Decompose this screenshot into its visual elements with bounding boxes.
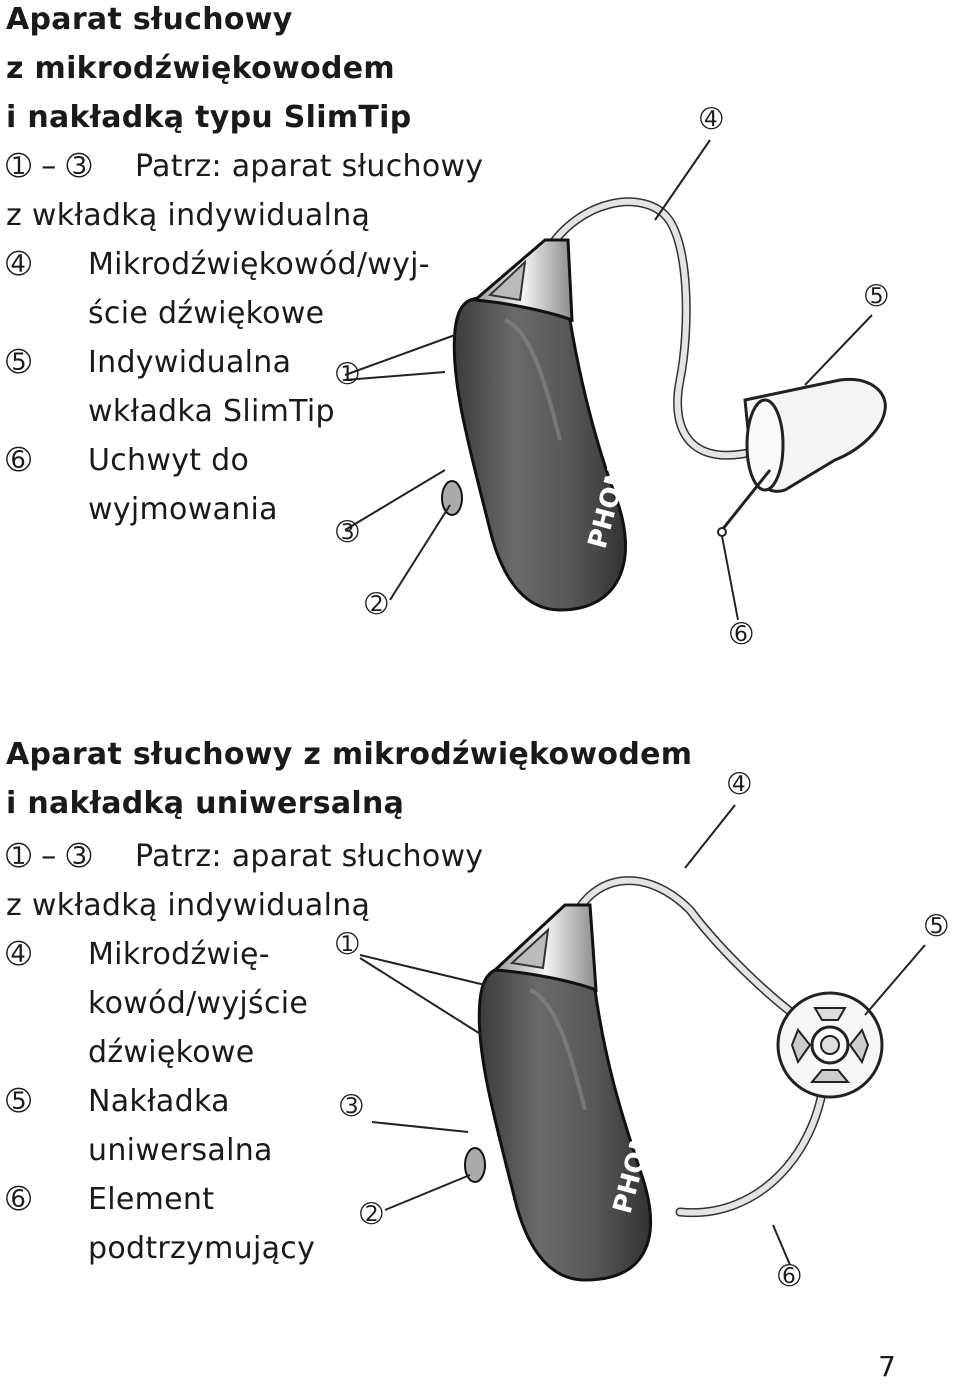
device-body-1 bbox=[452, 294, 628, 612]
removal-handle-1 bbox=[720, 469, 772, 531]
section2-item4-line1: Mikrodźwię- bbox=[88, 937, 270, 972]
callout-6b: ➅ bbox=[778, 1261, 801, 1292]
device-button-2 bbox=[464, 1147, 486, 1183]
figure-universal: PHONAK bbox=[359, 804, 926, 1282]
callout-3: ➂ bbox=[336, 517, 359, 548]
section2-ref-text: Patrz: aparat słuchowy bbox=[135, 839, 484, 874]
section2-title-line2: i nakładką uniwersalną bbox=[6, 786, 405, 821]
section1-title-line2: z mikrodźwiękowodem bbox=[6, 51, 395, 86]
callout-5: ➄ bbox=[865, 281, 888, 312]
callout-4b: ➃ bbox=[728, 769, 751, 800]
figure-slimtip: PHONAK bbox=[344, 139, 887, 621]
section2-title-line1: Aparat słuchowy z mikrodźwiękowodem bbox=[6, 737, 693, 772]
callout-6: ➅ bbox=[730, 619, 753, 650]
device-body-2 bbox=[477, 964, 653, 1282]
section2-item4-line3: dźwiękowe bbox=[88, 1035, 255, 1070]
section1-ref-marker: ➀ – ➂ bbox=[6, 149, 92, 184]
callout-2: ➁ bbox=[365, 589, 388, 620]
section1-title-line3: i nakładką typu SlimTip bbox=[6, 100, 412, 135]
section1-item5-line1: Indywidualna bbox=[88, 345, 292, 380]
section1-ref-text2: z wkładką indywidualną bbox=[6, 198, 371, 233]
callout-1: ➀ bbox=[336, 359, 359, 390]
section2-item5-line1: Nakładka bbox=[88, 1084, 230, 1119]
callout-1b: ➀ bbox=[336, 929, 359, 960]
section1-title-line1: Aparat słuchowy bbox=[6, 2, 293, 37]
section2-ref-text2: z wkładką indywidualną bbox=[6, 888, 371, 923]
callout-4: ➃ bbox=[700, 104, 723, 135]
callout-5b: ➄ bbox=[925, 911, 948, 942]
page-number: 7 bbox=[878, 1350, 896, 1383]
section1-item6-line1: Uchwyt do bbox=[88, 443, 250, 478]
section2-item5-line2: uniwersalna bbox=[88, 1133, 273, 1168]
section2-item4-line2: kowód/wyjście bbox=[88, 986, 309, 1021]
section2-item6-marker: ➅ bbox=[6, 1182, 32, 1217]
section2-item5-marker: ➄ bbox=[6, 1084, 32, 1119]
section1-item5-line2: wkładka SlimTip bbox=[88, 394, 335, 429]
section1-item6-marker: ➅ bbox=[6, 443, 32, 478]
section1-item6-line2: wyjmowania bbox=[88, 492, 278, 527]
callout-2b: ➁ bbox=[360, 1199, 383, 1230]
section2-item6-line2: podtrzymujący bbox=[88, 1231, 316, 1266]
section2-item6-line1: Element bbox=[88, 1182, 215, 1217]
section1-ref-text: Patrz: aparat słuchowy bbox=[135, 149, 484, 184]
section2-item4-marker: ➃ bbox=[6, 937, 32, 972]
device-button-1 bbox=[441, 480, 463, 516]
section1-item4-line2: ście dźwiękowe bbox=[88, 296, 325, 331]
section1-item4-line1: Mikrodźwiękowód/wyj- bbox=[88, 247, 430, 282]
universal-dome bbox=[776, 991, 884, 1099]
section2-ref-marker: ➀ – ➂ bbox=[6, 839, 92, 874]
section1-item4-marker: ➃ bbox=[6, 247, 32, 282]
callout-3b: ➂ bbox=[340, 1091, 363, 1122]
section1-item5-marker: ➄ bbox=[6, 345, 32, 380]
